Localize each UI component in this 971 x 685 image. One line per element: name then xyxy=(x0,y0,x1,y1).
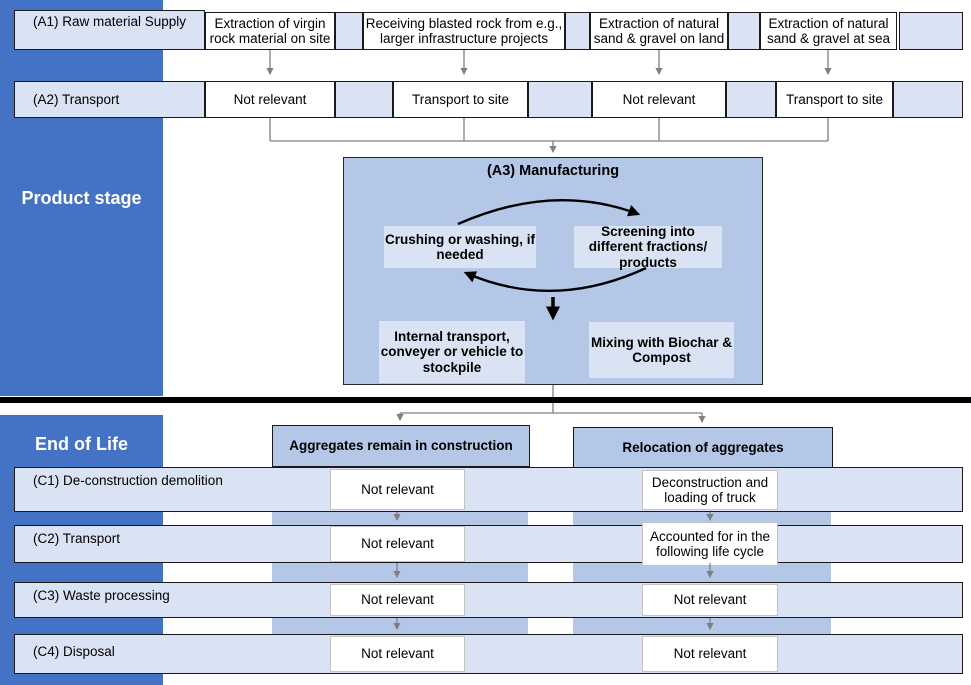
row-label: (C2) Transport xyxy=(33,531,121,546)
result-box: Not relevant xyxy=(330,469,465,510)
a1-label-box: (A1) Raw material Supply xyxy=(14,10,205,50)
left-branch-band xyxy=(272,618,528,634)
spacer-cell xyxy=(565,12,590,50)
a1-option-box: Extraction of natural sand & gravel at s… xyxy=(760,12,897,50)
product-stage-label: Product stage xyxy=(21,187,142,208)
a1-option-box: Extraction of natural sand & gravel on l… xyxy=(590,12,728,50)
c1-row: (C1) De-construction demolition xyxy=(14,467,963,512)
internal-transport-step-box: Internal transport, conveyer or vehicle … xyxy=(379,321,525,383)
right-branch-band xyxy=(573,563,831,582)
c4-row: (C4) Disposal xyxy=(14,634,963,674)
a1-option-box: Extraction of virgin rock material on si… xyxy=(205,12,335,50)
branch-header-remain: Aggregates remain in construction xyxy=(272,425,530,467)
stage-divider xyxy=(0,397,971,403)
result-box: Not relevant xyxy=(642,584,778,616)
crushing-step-box: Crushing or washing, if needed xyxy=(384,226,536,268)
c2-row: (C2) Transport xyxy=(14,525,963,563)
result-box: Accounted for in the following life cycl… xyxy=(642,522,778,566)
spacer-cell xyxy=(899,12,963,50)
a3-title: (A3) Manufacturing xyxy=(486,163,620,179)
right-branch-band xyxy=(573,512,831,525)
a2-option-box: Transport to site xyxy=(393,81,528,118)
result-box: Not relevant xyxy=(642,636,778,672)
a3-manufacturing-box: (A3) Manufacturing Crushing or washing, … xyxy=(343,157,763,385)
row-label: (C1) De-construction demolition xyxy=(33,473,223,488)
a2-option-box: Not relevant xyxy=(592,81,726,118)
result-box: Not relevant xyxy=(330,636,465,672)
a2-label-box: (A2) Transport xyxy=(14,81,205,118)
end-of-life-label: End of Life xyxy=(35,433,128,454)
mixing-step-box: Mixing with Biochar & Compost xyxy=(589,322,734,378)
branch-header-relocation: Relocation of aggregates xyxy=(573,427,833,468)
result-box: Not relevant xyxy=(330,584,465,616)
spacer-cell xyxy=(728,12,760,50)
row-label: (C4) Disposal xyxy=(33,644,115,659)
result-box: Deconstruction and loading of truck xyxy=(642,470,778,510)
a2-option-box: Not relevant xyxy=(205,81,335,118)
spacer-cell xyxy=(528,81,592,118)
spacer-cell xyxy=(335,12,363,50)
right-branch-band xyxy=(573,618,831,634)
product-stage-sidebar: Product stage xyxy=(0,0,163,396)
a1-option-box: Receiving blasted rock from e.g., larger… xyxy=(363,12,565,50)
result-box: Not relevant xyxy=(330,526,465,562)
spacer-cell xyxy=(726,81,776,118)
spacer-cell xyxy=(893,81,963,118)
c3-row: (C3) Waste processing xyxy=(14,582,963,618)
left-branch-band xyxy=(272,563,528,582)
left-branch-band xyxy=(272,512,528,525)
spacer-cell xyxy=(335,81,393,118)
row-label: (C3) Waste processing xyxy=(33,588,170,603)
a2-option-box: Transport to site xyxy=(776,81,893,118)
screening-step-box: Screening into different fractions/ prod… xyxy=(574,224,722,270)
